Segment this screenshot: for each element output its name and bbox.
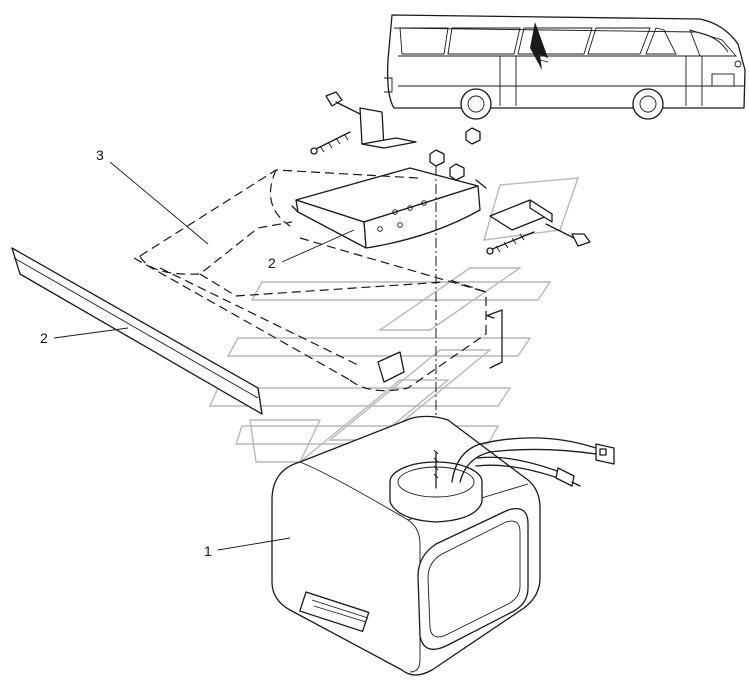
mounting-bracket xyxy=(291,107,553,249)
tray xyxy=(133,169,503,392)
callout-1: 1 xyxy=(204,543,212,559)
callout-3: 3 xyxy=(96,147,104,163)
leader-line-2-bracket xyxy=(281,229,355,263)
callout-2-strip: 2 xyxy=(40,330,48,346)
sealing-strip xyxy=(11,247,263,415)
fasteners xyxy=(310,91,591,255)
fluid-tank xyxy=(271,415,615,676)
arrow-up-icon xyxy=(530,22,548,70)
callout-2-bracket: 2 xyxy=(268,255,276,271)
leader-line-1 xyxy=(217,537,291,551)
bus-icon xyxy=(384,14,746,120)
leader-line-2-strip xyxy=(53,327,129,339)
leader-line-3 xyxy=(109,161,209,245)
